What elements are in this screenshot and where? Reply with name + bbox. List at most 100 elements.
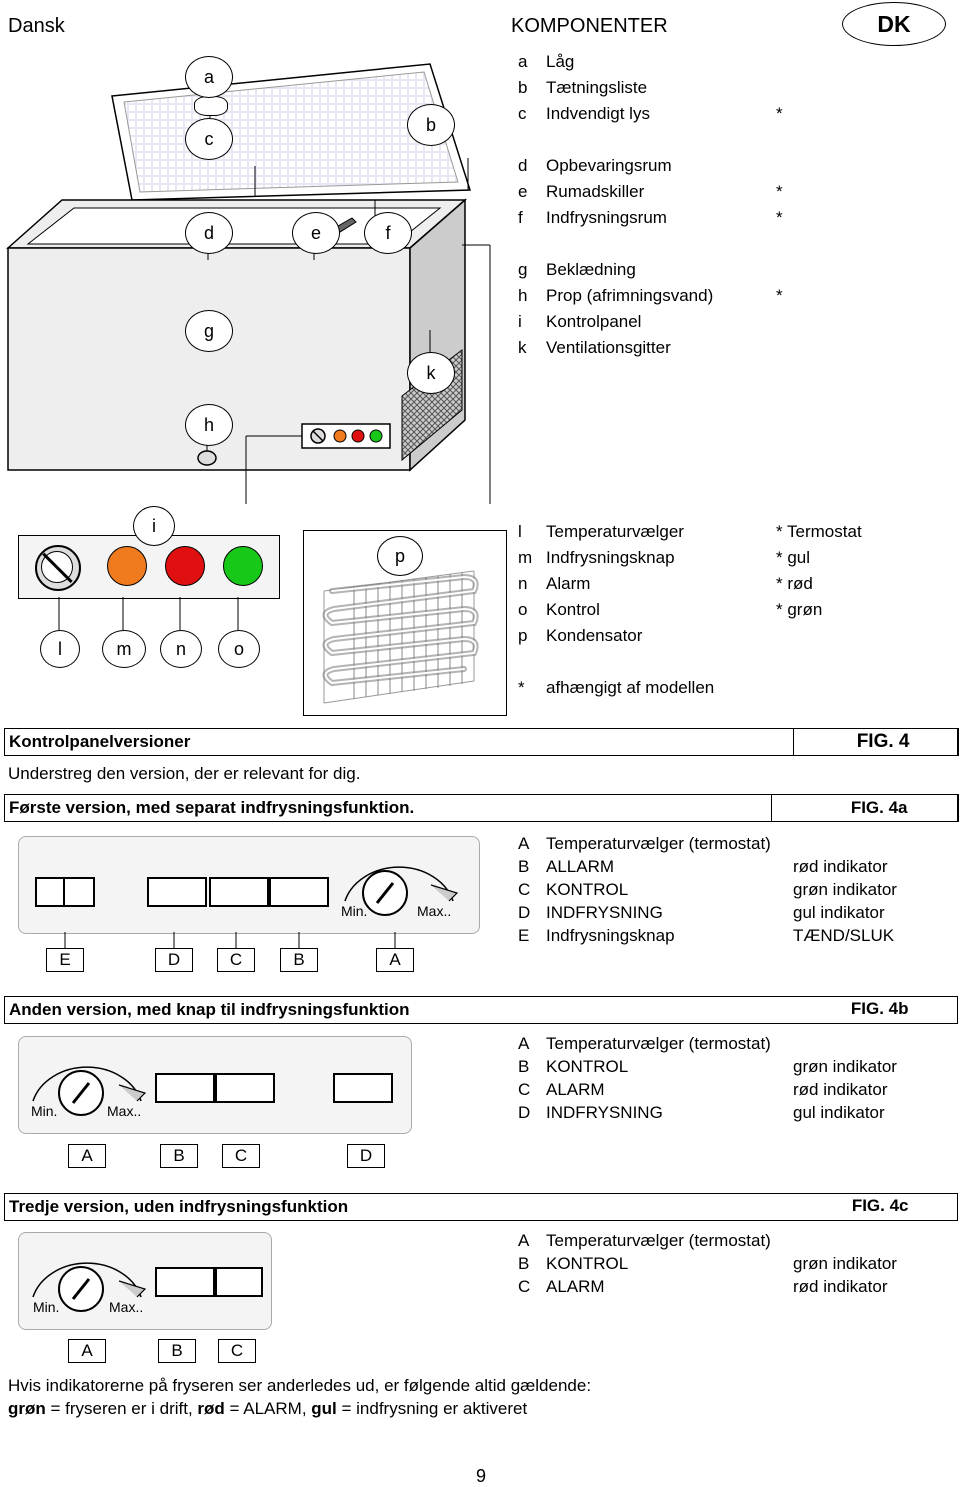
callout-h: h bbox=[185, 404, 233, 446]
fig-label: FIG. 4 bbox=[792, 727, 959, 756]
control-panel-v2: Min. Max.. bbox=[18, 1036, 412, 1134]
callout-a: a bbox=[185, 56, 233, 98]
section-title: Første version, med separat indfrysnings… bbox=[9, 798, 415, 817]
control-indicator bbox=[155, 1073, 215, 1103]
callout-i: i bbox=[133, 506, 175, 546]
callout-b: b bbox=[407, 104, 455, 146]
callout-leaders bbox=[58, 597, 239, 630]
label-C: C bbox=[217, 948, 255, 972]
thermostat-knob-icon bbox=[35, 545, 81, 591]
section-version-1: Første version, med separat indfrysnings… bbox=[4, 793, 959, 822]
callout-o: o bbox=[218, 630, 260, 668]
yellow-word: gul bbox=[311, 1399, 337, 1418]
red-text: = ALARM, bbox=[224, 1399, 312, 1418]
fig-label: FIG. 4a bbox=[770, 793, 959, 822]
min-label: Min. bbox=[341, 903, 368, 919]
label-D: D bbox=[347, 1144, 385, 1168]
freeze-switch-button[interactable] bbox=[35, 877, 95, 907]
section-panel-versions: Kontrolpanelversioner FIG. 4 bbox=[4, 727, 959, 756]
condenser-coil-icon bbox=[322, 570, 479, 704]
fig-label: FIG. 4c bbox=[851, 1195, 909, 1215]
callout-k: k bbox=[407, 352, 455, 394]
callout-g: g bbox=[185, 310, 233, 352]
alarm-indicator bbox=[269, 877, 329, 907]
max-label: Max.. bbox=[417, 903, 452, 919]
label-B: B bbox=[160, 1144, 198, 1168]
label-A: A bbox=[376, 948, 414, 972]
alarm-indicator bbox=[215, 1073, 275, 1103]
callout-f: f bbox=[364, 212, 412, 254]
freeze-button[interactable] bbox=[333, 1073, 393, 1103]
section-version-2: Anden version, med knap til indfrysnings… bbox=[4, 996, 958, 1024]
control-panel-v3: Min. Max.. bbox=[18, 1232, 272, 1330]
label-C: C bbox=[222, 1144, 260, 1168]
max-label: Max.. bbox=[109, 1299, 144, 1315]
yellow-indicator-icon bbox=[107, 546, 147, 586]
footnote: *afhængigt af modellen bbox=[518, 678, 715, 697]
control-indicator bbox=[155, 1267, 215, 1297]
label-D: D bbox=[155, 948, 193, 972]
thermostat-dial-icon[interactable] bbox=[341, 845, 461, 925]
min-label: Min. bbox=[33, 1299, 60, 1315]
freeze-indicator bbox=[147, 877, 207, 907]
label-E: E bbox=[46, 948, 84, 972]
callout-n: n bbox=[160, 630, 202, 668]
control-indicator bbox=[209, 877, 269, 907]
green-word: grøn bbox=[8, 1399, 46, 1418]
control-panel-detail bbox=[18, 535, 280, 599]
light-shape bbox=[194, 96, 228, 116]
label-B: B bbox=[158, 1339, 196, 1363]
red-indicator-icon bbox=[165, 546, 205, 586]
instruction-text: Understreg den version, der er relevant … bbox=[8, 764, 361, 783]
callout-m: m bbox=[102, 630, 146, 668]
label-B: B bbox=[280, 948, 318, 972]
section-title: Tredje version, uden indfrysningsfunktio… bbox=[9, 1197, 349, 1216]
callout-p: p bbox=[377, 536, 423, 576]
page-title: KOMPONENTER bbox=[511, 15, 668, 37]
language-label: Dansk bbox=[8, 15, 65, 37]
freezer-illustration bbox=[6, 63, 491, 504]
alarm-indicator bbox=[215, 1267, 263, 1297]
thermostat-dial-icon[interactable] bbox=[29, 1241, 149, 1321]
thermostat-dial-icon[interactable] bbox=[29, 1045, 149, 1125]
label-A: A bbox=[68, 1144, 106, 1168]
page-number: 9 bbox=[476, 1466, 487, 1486]
max-label: Max.. bbox=[107, 1103, 142, 1119]
section-title: Kontrolpanelversioner bbox=[9, 732, 191, 751]
yellow-text: = indfrysning er aktiveret bbox=[336, 1399, 528, 1418]
callout-c: c bbox=[185, 118, 233, 160]
country-badge: DK bbox=[842, 2, 946, 46]
control-panel-v1: Min. Max.. bbox=[18, 836, 480, 934]
callout-e: e bbox=[292, 212, 340, 254]
label-A: A bbox=[68, 1339, 106, 1363]
fig-label: FIG. 4b bbox=[850, 998, 909, 1018]
